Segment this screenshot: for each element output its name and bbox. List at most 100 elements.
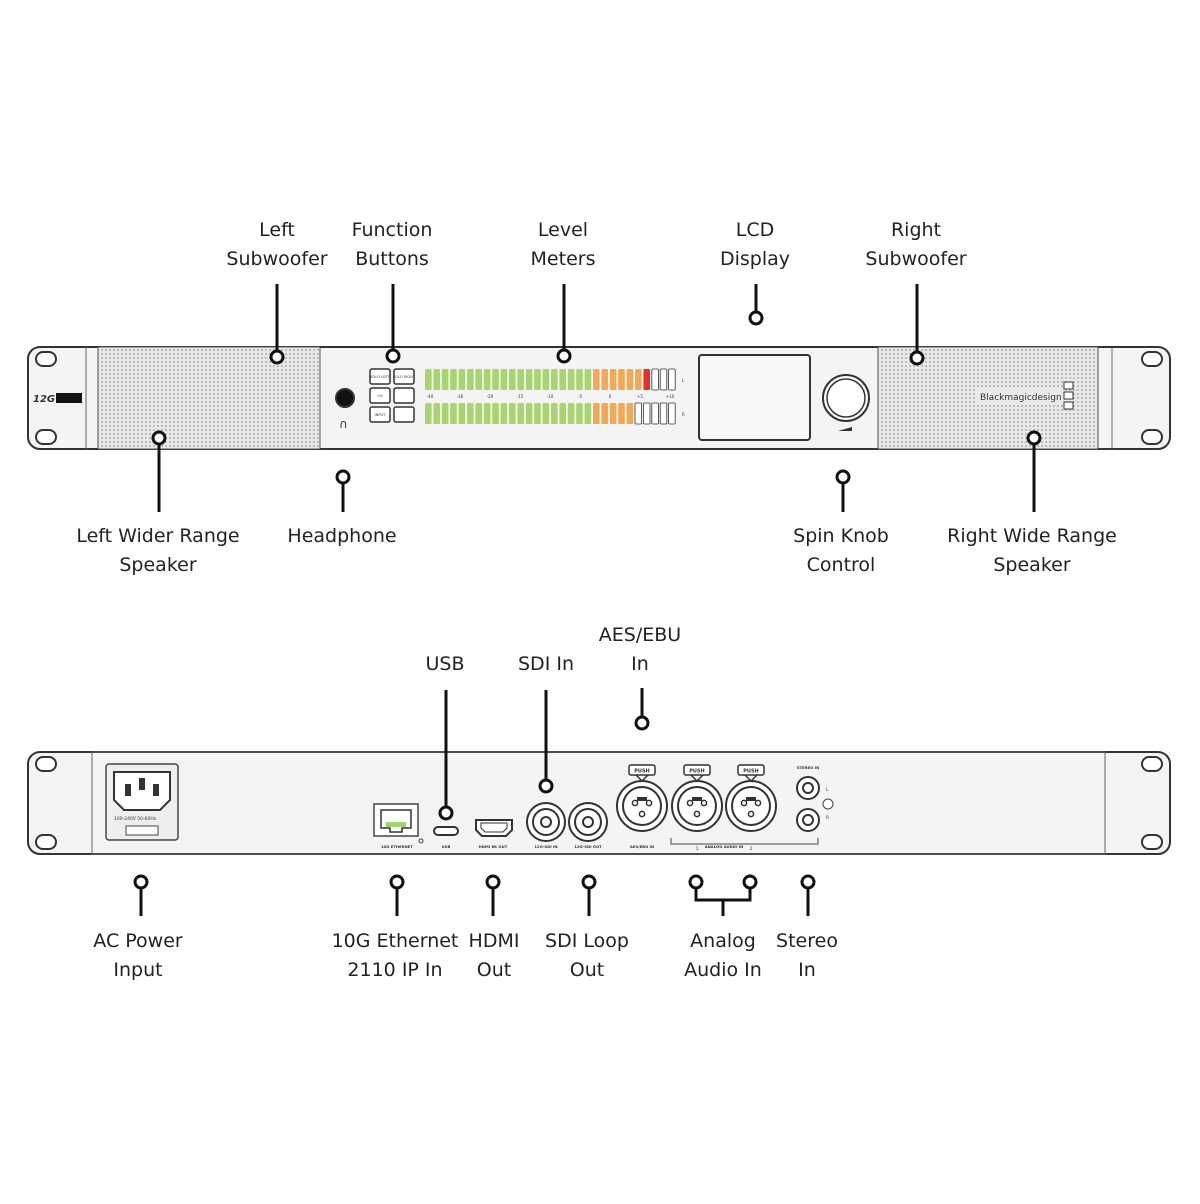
ac-power-input[interactable]: 100-240V 50-60Hz (105, 763, 179, 841)
rear-port-label: 12G-SDI OUT (574, 844, 602, 849)
meter-segment (643, 369, 650, 390)
left-speaker-grille (97, 346, 321, 450)
ethernet-port[interactable] (373, 803, 424, 844)
rear-port-label: USB (442, 844, 451, 849)
xlr-connector[interactable]: PUSH (671, 764, 723, 832)
model-badge: 12G (33, 394, 55, 405)
rack-hole (35, 429, 57, 445)
function-button[interactable] (369, 406, 391, 423)
function-button-label: SOLO RIGHT (393, 375, 416, 379)
meter-segment (651, 368, 659, 391)
function-button-label: INPUT (375, 413, 387, 417)
meter-segment (467, 403, 474, 424)
meter-scale-label: -10 (547, 394, 554, 399)
meter-segment (517, 369, 524, 390)
meter-segment (576, 369, 583, 390)
spin-knob[interactable] (822, 374, 870, 422)
power-rating: 100-240V 50-60Hz (114, 816, 157, 822)
meter-segment (483, 403, 491, 424)
xlr-connector[interactable]: PUSH (616, 764, 668, 832)
front-callout-lines (151, 284, 1042, 512)
function-button[interactable] (393, 387, 415, 404)
meter-segment (475, 403, 482, 424)
rear-port-label: 10G ETHERNET (381, 844, 413, 849)
lcd-display (698, 354, 811, 441)
rack-hole (1141, 756, 1163, 772)
meter-segment (441, 369, 449, 390)
meter-segment (634, 402, 642, 425)
sdi-loop-out-connector[interactable] (568, 802, 608, 842)
meter-segment (483, 369, 491, 390)
rear-callout-lines (133, 688, 816, 916)
xlr-push-label: PUSH (689, 769, 705, 775)
rack-hole (1141, 834, 1163, 850)
meter-segment (659, 402, 668, 425)
meter-segment (584, 369, 592, 390)
meter-segment (542, 369, 550, 390)
meter-segment (551, 403, 558, 424)
sdi-in-connector[interactable] (526, 802, 566, 842)
usb-port[interactable] (433, 826, 459, 836)
stereo-channel-label: R (826, 815, 829, 821)
meter-segment (618, 403, 625, 424)
meter-segment (626, 369, 634, 390)
meter-segment (643, 402, 651, 425)
meter-segment (425, 403, 432, 424)
rear-port-label: AES/EBU IN (630, 844, 654, 849)
meter-segment (425, 369, 432, 390)
meter-segment (433, 403, 440, 424)
rear-port-label: 12G-SDI IN (534, 844, 557, 849)
meter-segment (584, 403, 592, 424)
rack-hole (1141, 429, 1163, 445)
rear-port-label: ANALOG AUDIO IN (705, 844, 744, 849)
meter-scale-label: -30 (457, 394, 464, 399)
brand-logo: Blackmagicdesign (980, 393, 1062, 403)
callout-sdi-in: SDI In (518, 653, 574, 675)
stereo-channel-label: L (826, 787, 829, 793)
meter-segment (509, 403, 516, 424)
function-button[interactable] (369, 387, 391, 404)
rack-hole (1141, 351, 1163, 367)
function-button[interactable] (369, 368, 391, 385)
meter-scale-label: -40 (427, 394, 434, 399)
xlr-connector[interactable]: PUSH (725, 764, 777, 832)
meter-segment (651, 402, 659, 425)
meter-segment (450, 369, 457, 390)
meter-segment (441, 403, 449, 424)
rack-hole (35, 834, 57, 850)
function-button-label: CH (377, 394, 383, 398)
meter-segment (458, 369, 466, 390)
function-button[interactable] (393, 406, 415, 423)
function-button[interactable] (393, 368, 415, 385)
meter-segment (567, 403, 575, 424)
meter-segment (551, 369, 558, 390)
meter-segment (542, 403, 550, 424)
meter-segment (433, 369, 440, 390)
meter-scale-label: -15 (517, 394, 524, 399)
headphone-jack[interactable] (335, 388, 355, 408)
meter-segment (576, 403, 583, 424)
meter-segment (609, 403, 617, 424)
meter-segment (668, 402, 676, 425)
meter-segment (659, 368, 668, 391)
meter-segment (618, 369, 625, 390)
stereo-in-connectors[interactable] (796, 776, 834, 832)
meter-segment (559, 403, 566, 424)
meter-scale-label: 0 (609, 394, 612, 399)
